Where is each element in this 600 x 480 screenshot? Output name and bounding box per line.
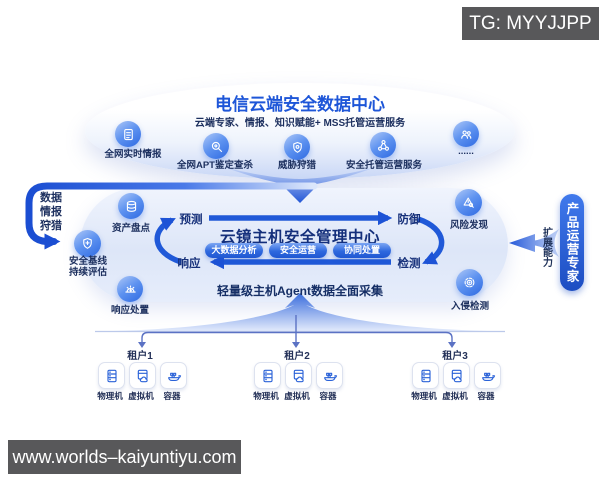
alarm-icon xyxy=(117,276,143,302)
baseline-line: 安全基线 xyxy=(68,256,107,267)
tenant-name: 租户1 xyxy=(127,351,153,362)
cycle-defend: 防御 xyxy=(397,214,421,226)
tenant-item-label: 容器 xyxy=(477,391,495,401)
baseline-label: 安全基线 持续评估 xyxy=(56,256,120,278)
hub-title: 云镜主机安全管理中心 xyxy=(219,229,380,246)
data-intel-hunting-arrow xyxy=(25,182,318,250)
service-label: 全网实时情报 xyxy=(104,149,162,160)
virtual-machine-icon xyxy=(285,362,312,389)
container-whale-icon xyxy=(316,362,343,389)
flow-line: 情报 xyxy=(40,206,62,218)
data-intel-hunting-label: 数据 情报 狩猎 xyxy=(36,191,66,233)
shield-icon xyxy=(284,134,310,160)
physical-server-icon xyxy=(254,362,281,389)
tenant-item-label: 虚拟机 xyxy=(284,391,310,401)
website-watermark: www.worlds–kaiyuntiyu.com xyxy=(8,440,241,474)
tenant-item-label: 容器 xyxy=(319,391,337,401)
report-icon xyxy=(115,121,141,147)
bracket-arrowhead-tenant2 xyxy=(292,342,300,348)
container-whale-icon xyxy=(474,362,501,389)
container-whale-icon xyxy=(160,362,187,389)
flow-line: 狩猎 xyxy=(40,220,62,232)
tenant-item-label: 虚拟机 xyxy=(442,391,468,401)
arc-respond-to-predict xyxy=(154,217,182,265)
risk-label: 风险发现 xyxy=(449,220,488,231)
capability-pill-bigdata: 大数据分析 xyxy=(205,243,263,258)
asset-database-icon xyxy=(118,193,144,219)
product-expert-pill: 产品运营专家 xyxy=(560,194,584,291)
flow-line: 数据 xyxy=(40,192,62,204)
physical-server-icon xyxy=(98,362,125,389)
extend-capability-label: 扩展能力 xyxy=(540,227,552,267)
cloud-subtitle: 云端专家、情报、知识赋能+ MSS托管运营服务 xyxy=(194,118,406,129)
radar-icon xyxy=(456,269,483,296)
telegram-watermark: TG: MYYJJPP xyxy=(462,7,599,40)
tenant-item-label: 容器 xyxy=(163,391,181,401)
cycle-predict: 预测 xyxy=(179,214,203,226)
baseline-line: 持续评估 xyxy=(68,267,107,278)
capability-pill-secops: 安全运营 xyxy=(269,243,327,258)
virus-scan-icon xyxy=(203,133,229,159)
service-label: 安全托管运营服务 xyxy=(345,160,422,171)
arc-defend-to-detect xyxy=(417,216,445,265)
virtual-machine-icon xyxy=(443,362,470,389)
service-label: ...... xyxy=(458,146,474,157)
physical-server-icon xyxy=(412,362,439,389)
agent-collect-caption: 轻量级主机Agent数据全面采集 xyxy=(217,284,383,298)
service-label: 威胁狩猎 xyxy=(277,160,316,171)
bracket-arrowhead-tenant1 xyxy=(138,342,146,348)
intrusion-label: 入侵检测 xyxy=(450,301,489,312)
tenant-item-label: 物理机 xyxy=(97,391,123,401)
tenant-item-label: 物理机 xyxy=(253,391,279,401)
expert-extend-arrow xyxy=(509,229,559,257)
tenant-bracket xyxy=(141,331,453,343)
virtual-machine-icon xyxy=(129,362,156,389)
cycle-detect: 检测 xyxy=(397,258,421,270)
cloud-ellipse xyxy=(85,83,515,179)
experts-icon xyxy=(453,121,479,147)
risk-warning-icon xyxy=(455,189,482,216)
service-label: 全网APT鉴定查杀 xyxy=(176,160,253,171)
tenant-name: 租户2 xyxy=(284,351,310,362)
agent-collect-up-arrow xyxy=(112,293,488,331)
asset-label: 资产盘点 xyxy=(111,223,150,234)
cloud-title: 电信云端安全数据中心 xyxy=(215,95,385,114)
network-nodes-icon xyxy=(370,132,396,158)
capability-pill-codispose: 协同处置 xyxy=(333,243,391,258)
tenant-item-label: 物理机 xyxy=(411,391,437,401)
response-label: 响应处置 xyxy=(110,305,149,316)
tenant-item-label: 虚拟机 xyxy=(128,391,154,401)
shield-plus-icon xyxy=(74,230,101,257)
tenant-name: 租户3 xyxy=(442,351,468,362)
cycle-respond: 响应 xyxy=(177,258,201,270)
bracket-arrowhead-tenant3 xyxy=(448,342,456,348)
